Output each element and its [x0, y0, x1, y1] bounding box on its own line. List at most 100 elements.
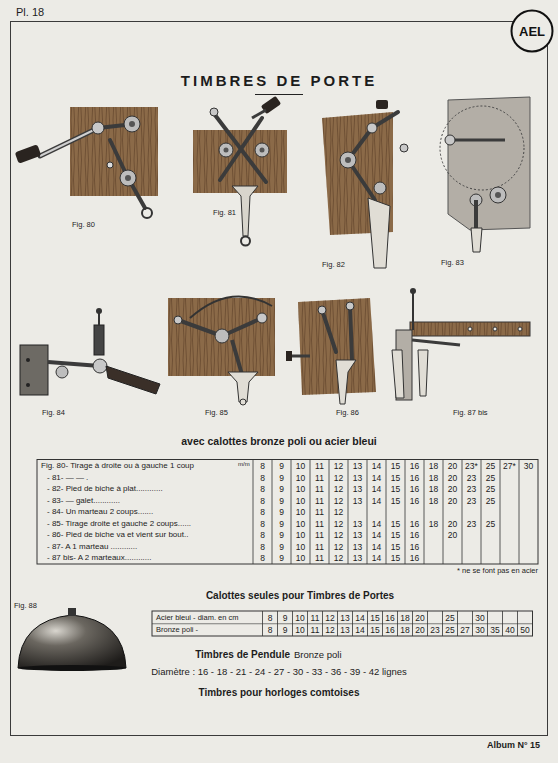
table-cell: 8	[260, 508, 265, 517]
drawing-part	[345, 157, 351, 163]
table-rule	[382, 611, 383, 636]
figure-caption: Fig. 83	[441, 259, 464, 267]
table-cell: 14	[372, 473, 381, 482]
table-rule	[405, 460, 406, 565]
table-rule	[262, 611, 263, 636]
table-cell: 10	[296, 519, 305, 528]
table-cell: 13	[353, 473, 362, 482]
table-rule	[322, 611, 323, 636]
table-border	[37, 460, 538, 565]
table-cell: 50	[520, 626, 529, 635]
table-cell: 12	[334, 542, 343, 551]
table-cell: 12	[334, 508, 343, 517]
table-cell: 25	[445, 613, 454, 622]
table-cell: 8	[260, 519, 265, 528]
table-rule	[500, 460, 501, 565]
fig-81-illustration	[193, 96, 287, 246]
table-cell: 11	[315, 485, 324, 494]
fig-82-illustration	[322, 100, 408, 268]
table-cell: 15	[391, 531, 400, 540]
drawing-part	[350, 306, 352, 360]
table-rule	[442, 611, 443, 636]
drawing-part	[298, 298, 376, 395]
label-text: - 85- Tirage droite et gauche 2 coups...…	[47, 520, 191, 528]
drawing-part	[368, 198, 390, 268]
logo-text: AEL	[519, 25, 545, 38]
table-cell: 13	[353, 485, 362, 494]
drawing-part	[129, 121, 135, 127]
drawing-part	[15, 144, 42, 163]
table-cell: 14	[372, 485, 381, 494]
drawing-part	[255, 94, 303, 95]
table-rule	[292, 611, 293, 636]
drawing-part	[241, 237, 250, 246]
table-cell: 16	[410, 496, 419, 505]
table-cell: 11	[315, 473, 324, 482]
table-cell: 14	[372, 542, 381, 551]
table-cell: 10	[296, 542, 305, 551]
drawing-part	[48, 362, 100, 366]
drawing-part	[18, 665, 126, 671]
table-cell: 14	[355, 626, 364, 635]
table-rule	[472, 611, 473, 636]
drawing-part	[412, 292, 414, 330]
table-cell: 13	[353, 519, 362, 528]
label-text: - 81- — — .	[47, 474, 88, 482]
label-text: - 82- Pied de biche à plat............	[47, 485, 163, 493]
circle-outline	[512, 11, 553, 52]
table-cell: 25	[486, 473, 495, 482]
table-cell: 15	[391, 519, 400, 528]
table-rule	[424, 460, 425, 565]
table-cell: 10	[295, 626, 304, 635]
table-cell: 40	[505, 626, 514, 635]
label-text: Timbres pour horloges comtoises	[199, 688, 360, 698]
table-cell: 10	[296, 496, 305, 505]
label-text: Fig. 80- Tirage à droite ou à gauche 1 c…	[41, 462, 194, 470]
label-text: - 83- — galet............	[47, 497, 120, 505]
table-rule	[367, 611, 368, 636]
drawing-part	[125, 175, 131, 181]
table-cell: 30	[475, 626, 484, 635]
drawing-part	[471, 228, 482, 252]
table-cell: 12	[334, 519, 343, 528]
table-cell: 25	[486, 496, 495, 505]
table-rule	[487, 611, 488, 636]
table-cell: 16	[410, 462, 419, 471]
page-frame	[11, 22, 548, 736]
table-cell: 15	[391, 554, 400, 563]
label-text: - 87 bis- A 2 marteaux............	[47, 554, 152, 562]
table-cell: 12	[334, 473, 343, 482]
table-rule	[481, 460, 482, 565]
table-cell: 30	[475, 613, 484, 622]
fig-80-illustration	[15, 107, 158, 218]
table-cell: 25	[486, 485, 495, 494]
drawing-part	[518, 327, 522, 331]
figure-caption: Fig. 82	[322, 261, 345, 269]
table-cell: 14	[355, 613, 364, 622]
fig-85-illustration	[168, 296, 275, 405]
table-cell: 27*	[503, 462, 516, 471]
table-rule	[502, 611, 503, 636]
drawing-part	[70, 107, 158, 196]
table-cell: 10	[296, 554, 305, 563]
table-cell: 18	[429, 462, 438, 471]
table-cell: 14	[372, 531, 381, 540]
drawing-part	[228, 372, 258, 402]
table-cell: 12	[334, 554, 343, 563]
table-cell: 14	[372, 462, 381, 471]
drawing-part	[418, 350, 428, 396]
drawing-part	[210, 108, 218, 116]
table-cell: 8	[260, 554, 265, 563]
fig-83-illustration	[440, 97, 530, 252]
table-cell: 9	[279, 531, 284, 540]
drawing-part	[410, 322, 530, 336]
table-cell: 18	[400, 613, 409, 622]
table-cell: 23	[467, 485, 476, 494]
table-cell: 16	[410, 531, 419, 540]
table-cell: 18	[429, 485, 438, 494]
figure-caption: Fig. 87 bis	[453, 409, 488, 417]
table-cell: 11	[315, 519, 324, 528]
drawing-part	[374, 182, 386, 194]
table-cell: 11	[315, 554, 324, 563]
